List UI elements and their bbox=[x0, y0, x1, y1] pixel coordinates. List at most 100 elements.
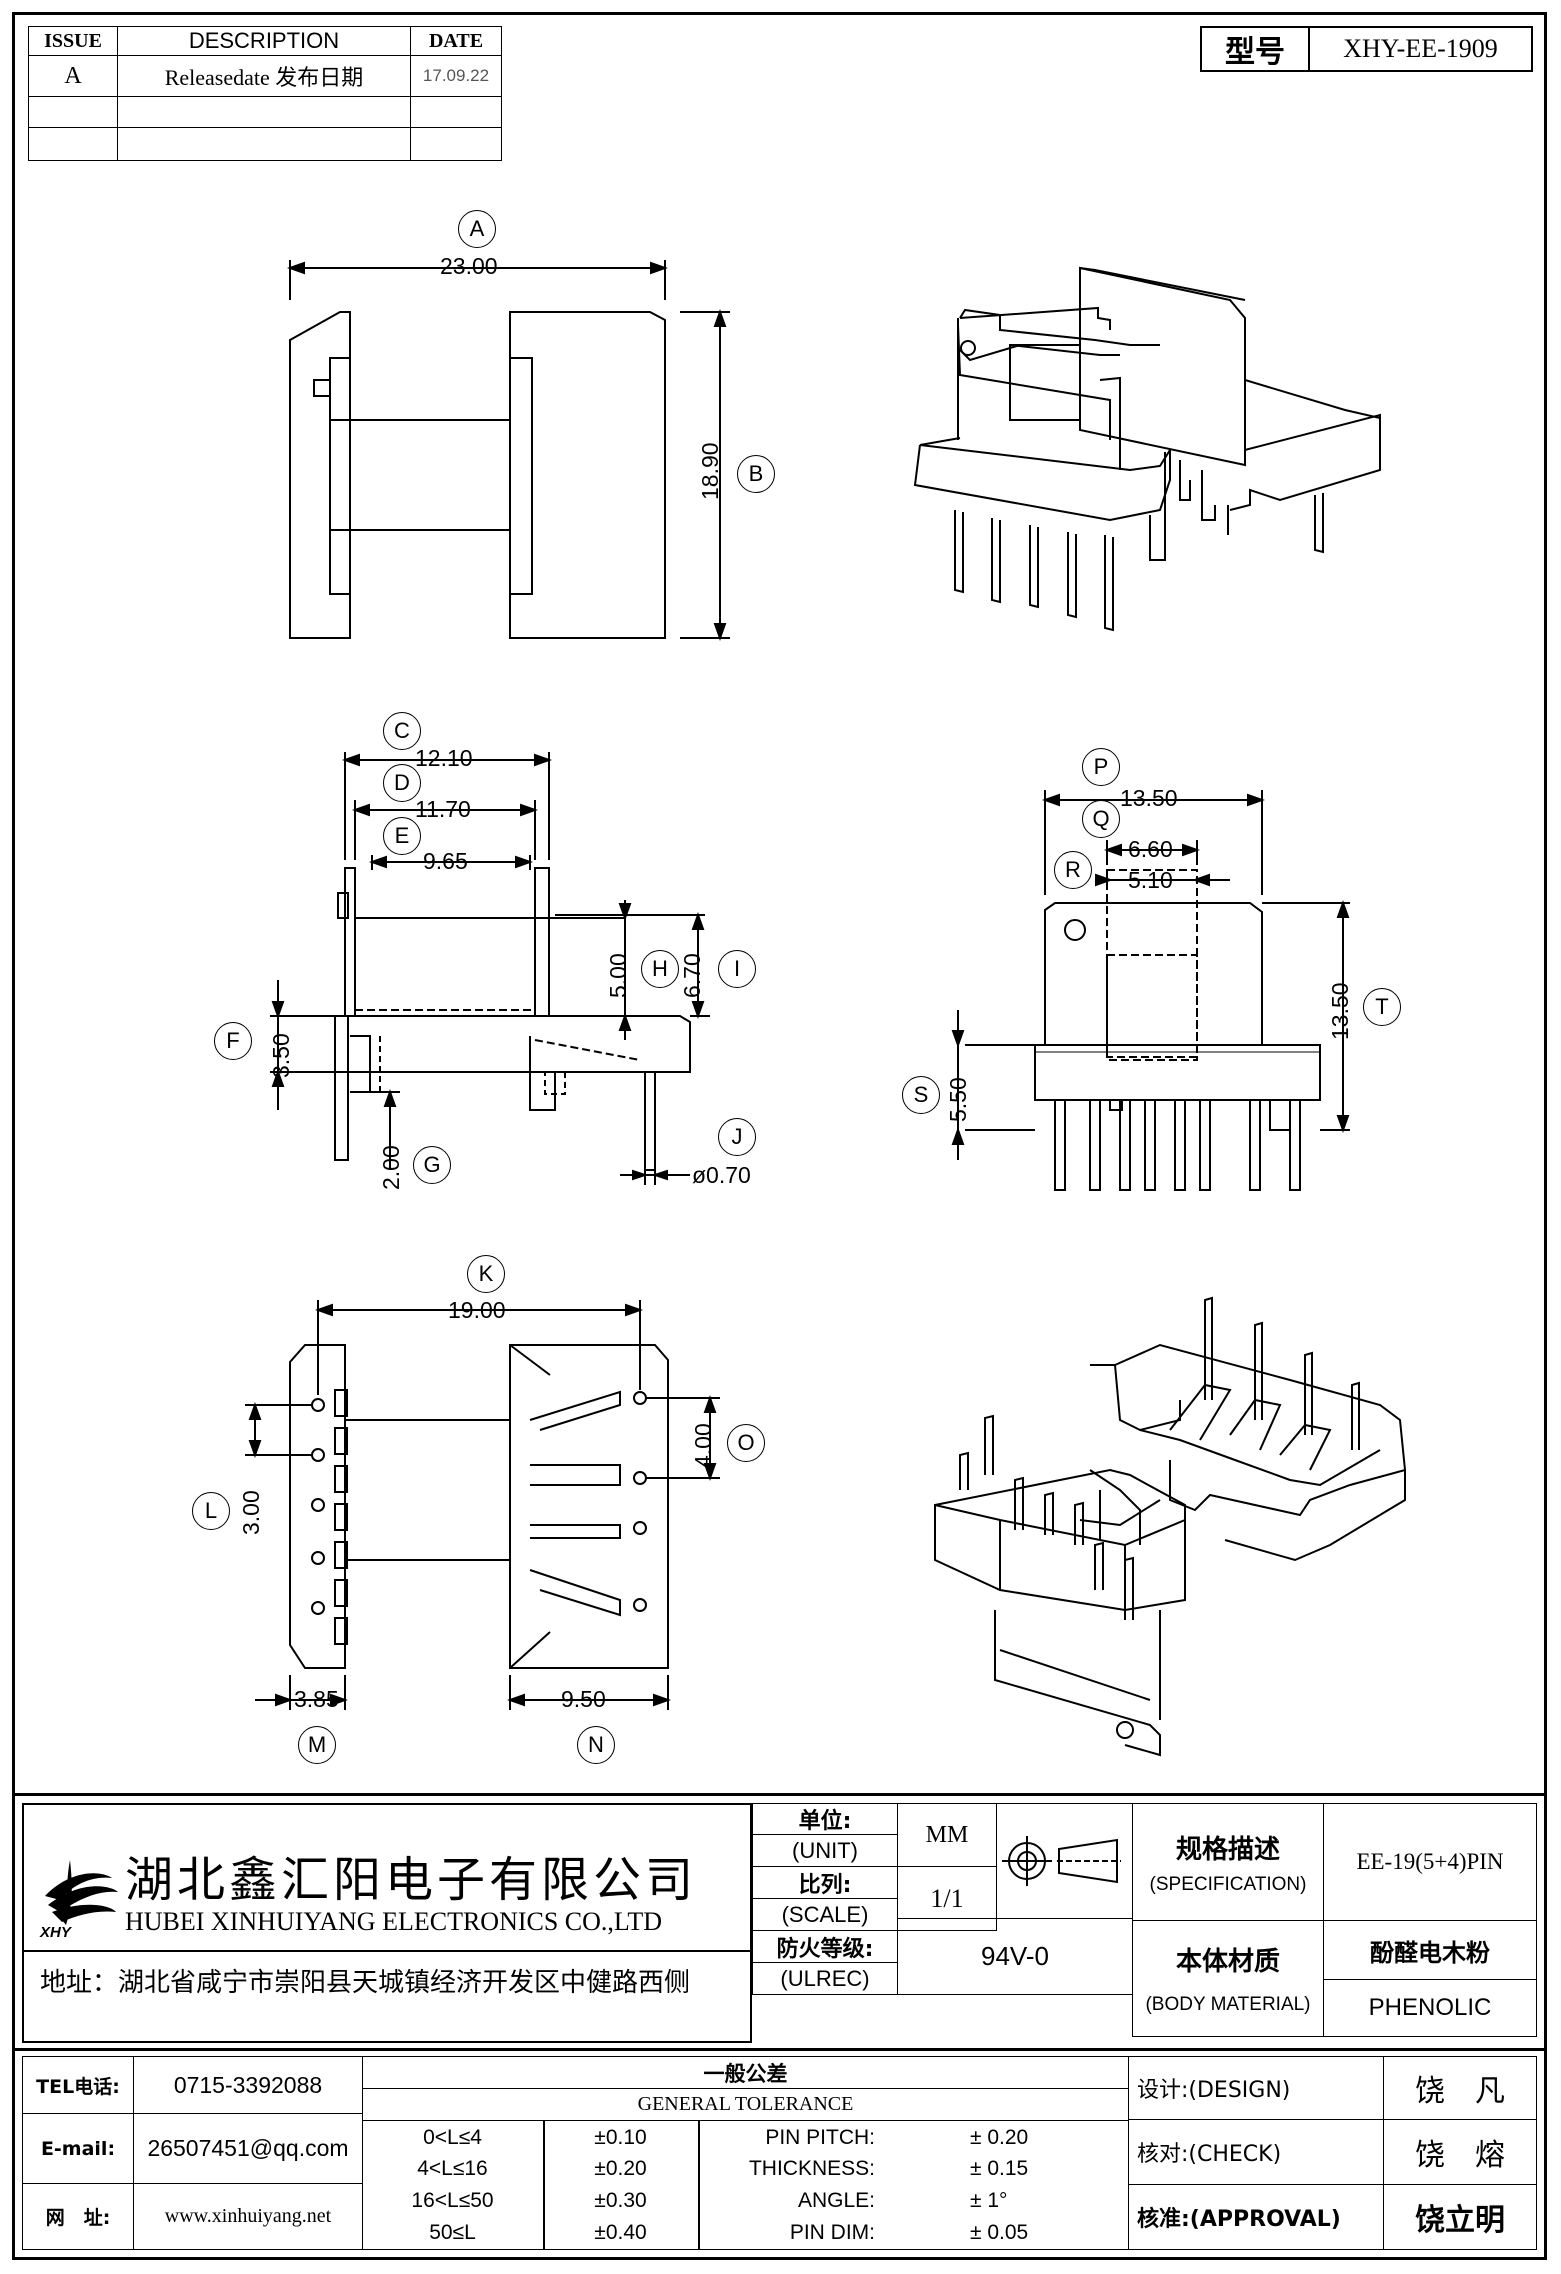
tol-value-1: ±0.10 bbox=[594, 2125, 647, 2149]
unit-value: MM bbox=[897, 1803, 997, 1867]
spec-value: EE-19(5+4)PIN bbox=[1323, 1803, 1537, 1921]
contact-rule bbox=[12, 2048, 1547, 2051]
dim-a-marker: A bbox=[458, 210, 496, 248]
dim-l-marker: L bbox=[192, 1492, 230, 1530]
tolerance-title-cn: 一般公差 bbox=[362, 2056, 1129, 2089]
dim-b-value: 18.90 bbox=[697, 442, 723, 500]
dim-b-marker: B bbox=[737, 455, 775, 493]
material-cn-label: 本体材质 bbox=[1175, 1947, 1280, 1977]
material-cn-value: 酚醛电木粉 bbox=[1323, 1920, 1537, 1980]
tol-range-1: 0<L≤4 bbox=[423, 2125, 482, 2149]
scale-cn-label: 比列: bbox=[752, 1866, 898, 1899]
material-en-value: PHENOLIC bbox=[1323, 1979, 1537, 2037]
tol-item-3: ANGLE: bbox=[797, 2189, 875, 2212]
dim-k-marker: K bbox=[467, 1255, 505, 1293]
tel-label: TEL电话: bbox=[22, 2056, 134, 2114]
tol-col-divider bbox=[698, 2120, 700, 2250]
dim-j-marker: J bbox=[718, 1118, 756, 1156]
design-label: 设计:(DESIGN) bbox=[1128, 2056, 1384, 2120]
view-iso-bottom bbox=[934, 1296, 1406, 1757]
dim-a-value: 23.00 bbox=[440, 253, 498, 279]
company-divider bbox=[22, 1950, 752, 1952]
approval-value: 饶立明 bbox=[1383, 2184, 1537, 2250]
model-value: XHY-EE-1909 bbox=[1308, 26, 1533, 72]
dim-s-value: 5.50 bbox=[945, 1077, 971, 1122]
company-name-en: HUBEI XINHUIYANG ELECTRONICS CO.,LTD bbox=[125, 1907, 663, 1936]
dim-o-marker: O bbox=[727, 1424, 765, 1462]
dim-p-value: 13.50 bbox=[1120, 785, 1178, 811]
dim-c-marker: C bbox=[383, 712, 421, 750]
dim-r-value: 5.10 bbox=[1128, 867, 1173, 893]
dim-m-value: 3.85 bbox=[294, 1686, 339, 1712]
tol-item-value-4: ± 0.05 bbox=[970, 2221, 1029, 2244]
flame-en-label: (ULREC) bbox=[752, 1962, 898, 1995]
flame-cn-label: 防火等级: bbox=[752, 1930, 898, 1963]
dim-r-marker: R bbox=[1054, 851, 1092, 889]
dim-e-value: 9.65 bbox=[423, 848, 468, 874]
dim-o-value: 4.00 bbox=[690, 1423, 716, 1468]
tol-col-divider bbox=[543, 2120, 545, 2250]
email-label: E-mail: bbox=[22, 2113, 134, 2184]
dim-m-marker: M bbox=[298, 1726, 336, 1764]
dim-t-value: 13.50 bbox=[1327, 982, 1353, 1040]
drawing-frame bbox=[12, 12, 1547, 2260]
dim-f-marker: F bbox=[214, 1022, 252, 1060]
tol-range-2: 4<L≤16 bbox=[417, 2156, 488, 2180]
tol-range-3: 16<L≤50 bbox=[411, 2188, 494, 2212]
empty-cell bbox=[410, 127, 502, 161]
scale-value: 1/1 bbox=[897, 1866, 997, 1931]
dim-g-value: 2.00 bbox=[378, 1145, 404, 1190]
dim-i-marker: I bbox=[718, 950, 756, 988]
dim-q-marker: Q bbox=[1082, 800, 1120, 838]
dim-q-value: 6.60 bbox=[1128, 836, 1173, 862]
tolerance-title-en: GENERAL TOLERANCE bbox=[362, 2088, 1129, 2121]
company-name-cn: 湖北鑫汇阳电子有限公司 bbox=[125, 1852, 698, 1908]
tol-item-value-2: ± 0.15 bbox=[970, 2157, 1029, 2180]
check-label: 核对:(CHECK) bbox=[1128, 2119, 1384, 2185]
dim-p-marker: P bbox=[1082, 748, 1120, 786]
dim-t-marker: T bbox=[1363, 988, 1401, 1026]
dim-h-marker: H bbox=[641, 950, 679, 988]
scale-en-label: (SCALE) bbox=[752, 1898, 898, 1931]
material-en-label: (BODY MATERIAL) bbox=[1145, 1994, 1311, 2015]
company-address: 地址：湖北省咸宁市崇阳县天城镇经济开发区中健路西侧 bbox=[40, 1968, 691, 1998]
web-label: 网 址: bbox=[22, 2183, 134, 2250]
dim-g-marker: G bbox=[413, 1146, 451, 1184]
approval-label: 核准:(APPROVAL) bbox=[1128, 2184, 1384, 2250]
spec-en-label: (SPECIFICATION) bbox=[1149, 1873, 1307, 1895]
design-value: 饶 凡 bbox=[1383, 2056, 1537, 2120]
dim-h-value: 5.00 bbox=[605, 953, 631, 998]
tol-item-1: PIN PITCH: bbox=[765, 2126, 875, 2149]
view-iso-top bbox=[913, 266, 1381, 632]
view-end bbox=[951, 790, 1350, 1191]
dim-n-marker: N bbox=[577, 1726, 615, 1764]
projection-icon bbox=[1002, 1836, 1121, 1886]
unit-en-label: (UNIT) bbox=[752, 1834, 898, 1867]
dim-i-value: 6.70 bbox=[679, 953, 705, 998]
tol-item-value-3: ± 1° bbox=[970, 2189, 1008, 2212]
projection-symbol bbox=[996, 1803, 1133, 1919]
tol-item-value-1: ± 0.20 bbox=[970, 2126, 1029, 2149]
dim-k-value: 19.00 bbox=[448, 1297, 506, 1323]
material-label-cell: 本体材质 (BODY MATERIAL) bbox=[1132, 1920, 1324, 2037]
web-value: www.xinhuiyang.net bbox=[133, 2183, 363, 2250]
tol-value-3: ±0.30 bbox=[594, 2188, 647, 2212]
dim-d-value: 11.70 bbox=[415, 796, 471, 822]
tol-item-4: PIN DIM: bbox=[789, 2221, 875, 2244]
view-side bbox=[270, 752, 710, 1185]
dim-j-value: ø0.70 bbox=[692, 1162, 751, 1188]
dim-d-marker: D bbox=[383, 764, 421, 802]
title-block-rule bbox=[12, 1793, 1547, 1796]
view-front-outline bbox=[287, 260, 730, 641]
unit-cn-label: 单位: bbox=[752, 1803, 898, 1835]
flame-value: 94V-0 bbox=[897, 1918, 1133, 1995]
dim-n-value: 9.50 bbox=[561, 1686, 606, 1712]
spec-cn-label: 规格描述 bbox=[1175, 1834, 1280, 1865]
dim-l-value: 3.00 bbox=[238, 1490, 264, 1535]
tol-item-2: THICKNESS: bbox=[748, 2157, 875, 2180]
dim-f-value: 3.50 bbox=[268, 1033, 294, 1078]
tol-value-4: ±0.40 bbox=[594, 2220, 647, 2244]
spec-label-cell: 规格描述 (SPECIFICATION) bbox=[1132, 1803, 1324, 1921]
tol-value-2: ±0.20 bbox=[594, 2156, 647, 2180]
